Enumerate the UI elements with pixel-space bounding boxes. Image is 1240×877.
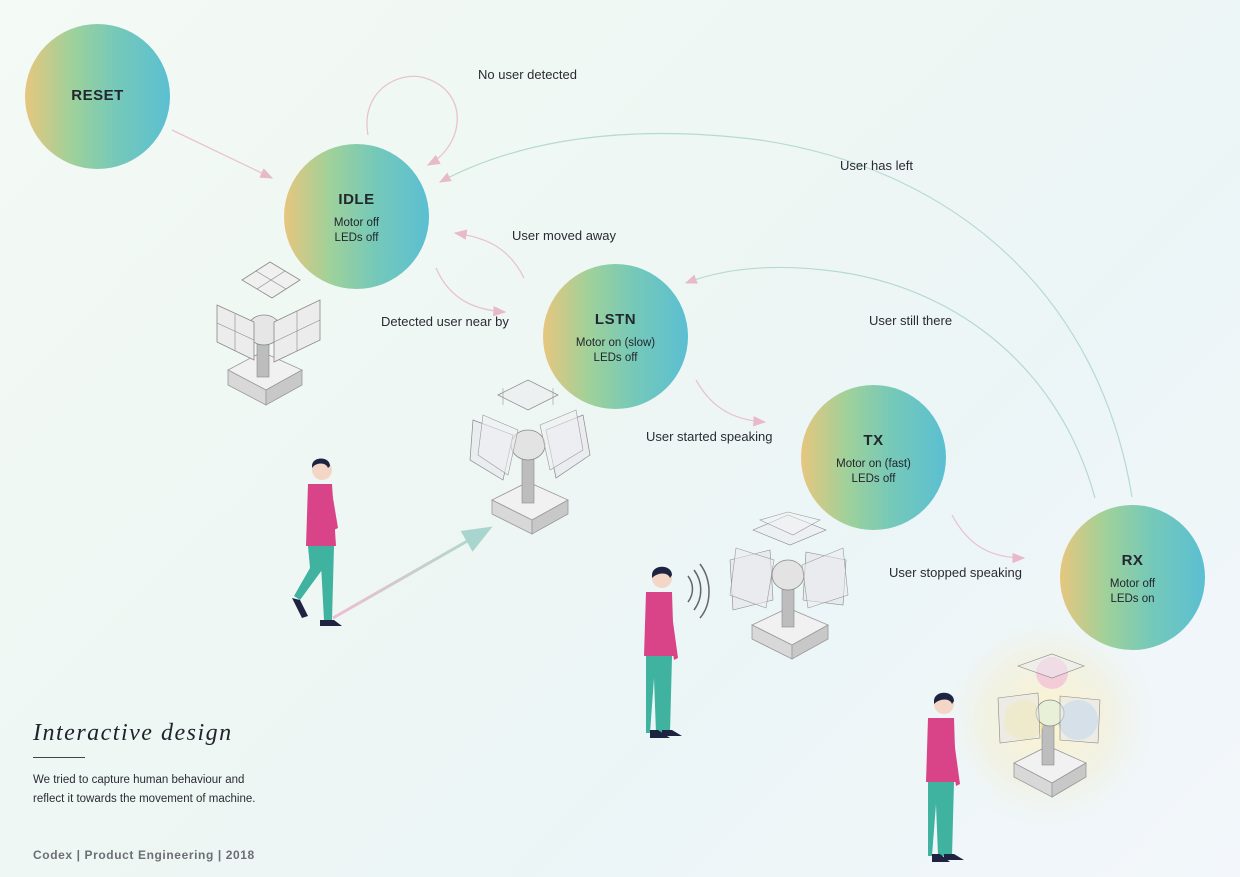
footer-credit: Codex | Product Engineering | 2018 bbox=[33, 848, 255, 862]
footer-divider bbox=[33, 757, 85, 758]
node-tx-title: TX bbox=[863, 432, 884, 449]
node-idle-line1: Motor off bbox=[333, 217, 380, 229]
device-tx-illustration bbox=[729, 511, 849, 660]
footer-description: We tried to capture human behaviour and … bbox=[33, 774, 256, 805]
label-user-started-speaking: User started speaking bbox=[646, 429, 773, 444]
node-tx-line2: LEDs off bbox=[851, 473, 896, 485]
node-lstn-line2: LEDs off bbox=[593, 352, 638, 364]
node-idle-title: IDLE bbox=[338, 191, 375, 208]
node-lstn-title: LSTN bbox=[594, 311, 637, 328]
edge-rx-lstn bbox=[684, 266, 1096, 499]
node-reset: RESET bbox=[25, 24, 170, 169]
person-standing-illustration bbox=[926, 692, 964, 862]
edge-idle-lstn bbox=[435, 267, 507, 317]
label-user-has-left: User has left bbox=[840, 158, 913, 173]
person-walking-illustration bbox=[292, 458, 342, 626]
edge-lstn-tx bbox=[695, 379, 767, 427]
node-idle: IDLE Motor off LEDs off bbox=[284, 144, 429, 289]
node-lstn: LSTN Motor on (slow) LEDs off bbox=[543, 264, 688, 409]
node-rx-title: RX bbox=[1121, 552, 1144, 569]
person-speaking-illustration bbox=[644, 563, 710, 738]
footer-title: Interactive design bbox=[33, 720, 233, 746]
node-tx-line1: Motor on (fast) bbox=[836, 458, 911, 470]
node-rx-line1: Motor off bbox=[1109, 578, 1156, 590]
node-tx: TX Motor on (fast) LEDs off bbox=[801, 385, 946, 530]
label-no-user-detected: No user detected bbox=[478, 67, 578, 82]
label-detected-user: Detected user near by bbox=[381, 314, 509, 329]
edge-rx-idle bbox=[438, 132, 1133, 498]
edge-lstn-idle bbox=[453, 229, 525, 279]
edge-tx-rx bbox=[951, 514, 1026, 564]
device-lstn-illustration bbox=[469, 379, 591, 535]
device-idle-illustration bbox=[216, 261, 321, 406]
node-reset-title: RESET bbox=[71, 87, 124, 104]
edge-reset-idle bbox=[171, 129, 274, 179]
walk-arrow bbox=[332, 526, 493, 620]
label-user-moved-away: User moved away bbox=[512, 228, 617, 243]
label-user-still-there: User still there bbox=[869, 313, 953, 328]
node-lstn-line1: Motor on (slow) bbox=[575, 337, 656, 349]
device-rx-illustration bbox=[997, 653, 1101, 798]
label-user-stopped-speaking: User stopped speaking bbox=[889, 565, 1022, 580]
node-rx-line2: LEDs on bbox=[1110, 593, 1155, 605]
node-idle-line2: LEDs off bbox=[334, 232, 379, 244]
edge-idle-self bbox=[366, 75, 458, 166]
node-rx: RX Motor off LEDs on bbox=[1060, 505, 1205, 650]
